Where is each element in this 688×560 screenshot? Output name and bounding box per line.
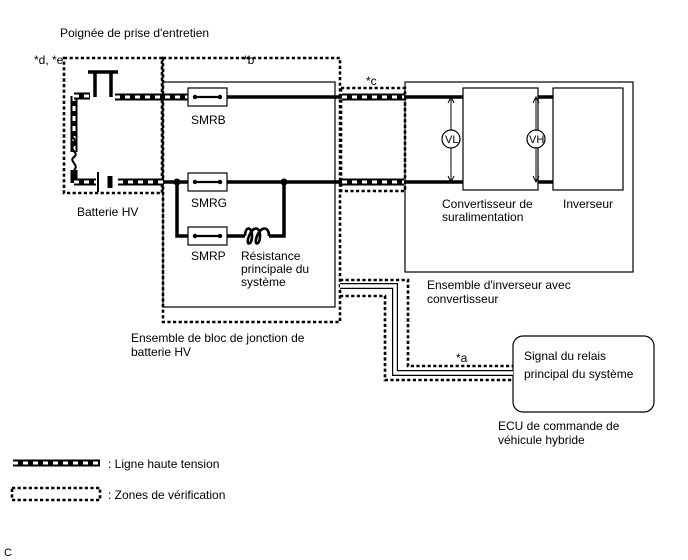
ref-de-label: *d, *e <box>34 53 64 67</box>
inverter-label: Inverseur <box>563 197 613 211</box>
junction-block-box <box>162 81 336 308</box>
signal-label-2: principal du système <box>524 367 634 381</box>
battery-label: Batterie HV <box>77 205 138 219</box>
smrp-label: SMRP <box>191 249 226 263</box>
smrp-relay-icon <box>187 226 228 246</box>
check-zone-service-plug <box>62 56 164 195</box>
resistor-label-3: système <box>241 275 286 289</box>
legend-hv-line-label: : Ligne haute tension <box>108 457 219 471</box>
legend-check-zone-label: : Zones de vérification <box>108 488 225 502</box>
ref-a-label: *a <box>456 351 468 365</box>
inverter-assembly-box <box>404 81 634 273</box>
check-zone-signal-line <box>340 278 513 382</box>
vh-label: VH <box>529 134 544 146</box>
inverter-assembly-label-2: convertisseur <box>427 292 498 306</box>
ref-b-label: *b <box>243 53 255 67</box>
smrb-label: SMRB <box>191 113 226 127</box>
smrg-label: SMRG <box>191 196 227 210</box>
boost-converter-label-1: Convertisseur de <box>442 197 533 211</box>
resistor-return <box>269 182 286 238</box>
smrp-branch-left <box>175 182 192 238</box>
fuse-icon <box>71 132 77 171</box>
ref-c-label: *c <box>366 74 377 88</box>
vl-label: VL <box>445 134 458 146</box>
ecu-label-2: véhicule hybride <box>498 433 585 447</box>
check-zone-hv-cable <box>339 86 407 193</box>
resistor-label-2: principale du <box>241 262 309 276</box>
hv-line-left-vertical <box>70 92 96 186</box>
inverter-assembly-label-1: Ensemble d'inverseur avec <box>427 278 571 292</box>
boost-converter-label-2: suralimentation <box>442 210 523 224</box>
smrg-relay-icon <box>187 172 228 192</box>
figure-code: C <box>4 547 12 559</box>
service-plug-label: Poignée de prise d'entretien <box>60 26 209 40</box>
service-plug-handle-icon <box>88 70 118 97</box>
inverter-box <box>552 87 624 191</box>
junction-block-label-1: Ensemble de bloc de jonction de <box>131 331 305 345</box>
signal-label-1: Signal du relais <box>524 349 606 363</box>
junction-dot-right <box>280 178 288 186</box>
battery-icon <box>97 172 113 192</box>
resistor-label-1: Résistance <box>241 249 301 263</box>
junction-dot-left <box>173 178 181 186</box>
smrb-relay-icon <box>187 87 228 107</box>
vh-voltmeter-icon <box>526 95 546 184</box>
vl-voltmeter-icon <box>441 95 461 184</box>
junction-block-label-2: batterie HV <box>131 345 191 359</box>
resistor-icon <box>243 227 271 245</box>
legend-check-zone-swatch <box>10 486 102 502</box>
ecu-label-1: ECU de commande de <box>498 419 620 433</box>
